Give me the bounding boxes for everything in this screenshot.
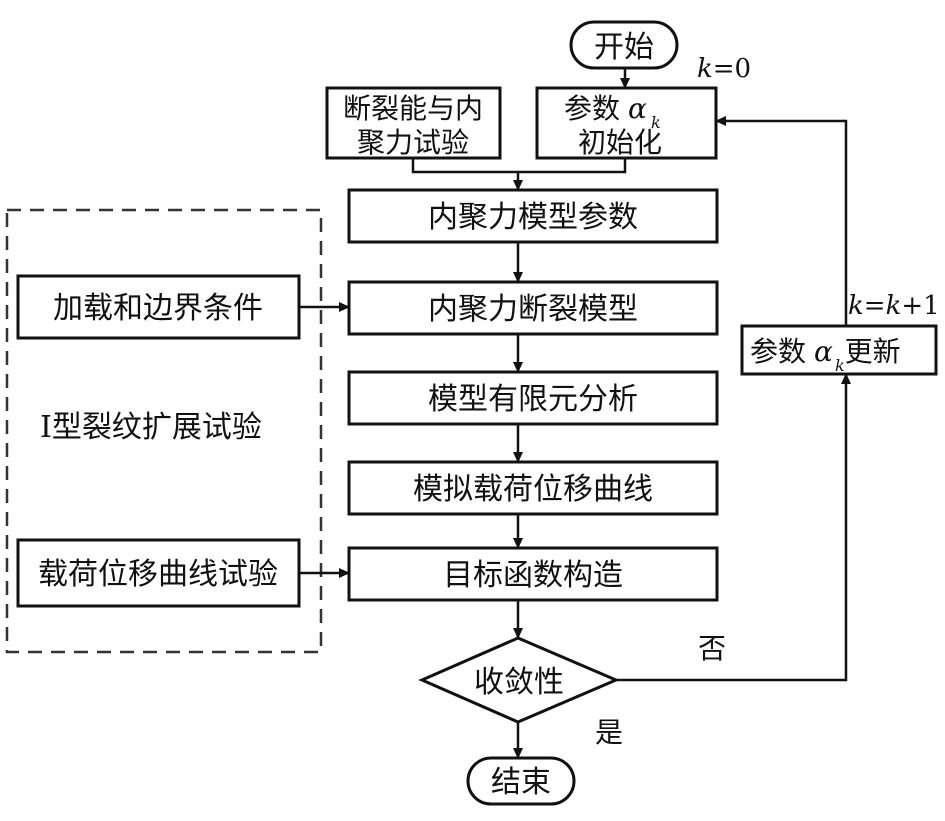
convergence-label: 收敛性 [474,665,564,700]
arrow-update-to-init [715,116,848,326]
k-update-label: k=k+1 [848,291,940,321]
cohesive-fracture-model-node [347,280,719,336]
curve-test-label: 载荷位移曲线试验 [38,557,278,592]
connector-top-join [411,158,627,174]
param-init-node [535,86,718,160]
start-label: 开始 [594,30,654,65]
loading-bc-label: 加载和边界条件 [53,291,263,326]
end-label: 结束 [491,765,551,800]
crack-test-group-border [5,208,323,654]
param-update-node [740,324,938,376]
cohesive-params-label: 内聚力模型参数 [428,200,638,235]
fea-node [347,370,719,426]
no-label: 否 [698,632,726,665]
yes-label: 是 [595,716,623,749]
loading-bc-node [16,274,301,340]
param-init-label-2: 初始化 [578,126,662,159]
crack-test-group-label: Ⅰ型裂纹扩展试验 [40,410,262,445]
fracture-test-label-2: 聚力试验 [357,126,469,159]
fea-label: 模型有限元分析 [428,382,638,417]
k-init-label: k=0 [697,54,751,84]
arrow-no-to-update [616,373,851,682]
objective-label: 目标函数构造 [443,558,623,593]
sim-curve-label: 模拟载荷位移曲线 [413,472,653,507]
objective-node [347,546,719,602]
cohesive-fracture-model-label: 内聚力断裂模型 [428,292,638,327]
fracture-cohesive-test-node [325,86,502,160]
cohesive-params-node [347,188,719,244]
sim-curve-node [347,460,719,516]
fracture-test-label-1: 断裂能与内 [343,92,483,125]
curve-test-node [16,538,301,608]
